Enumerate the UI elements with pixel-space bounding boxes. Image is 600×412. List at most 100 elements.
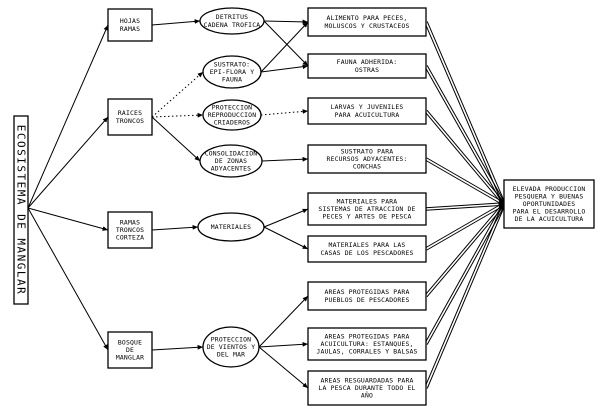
node-d1-line: PESQUERA Y BUENAS	[515, 192, 584, 200]
node-a1-line: HOJAS	[120, 17, 140, 25]
node-b3-line: REPRODUCCION	[208, 111, 257, 119]
node-c7-line: PUEBLOS DE PESCADORES	[325, 296, 410, 304]
node-c1-line: ALIMENTO PARA PECES,	[327, 14, 408, 22]
connector-line	[424, 202, 504, 296]
node-b6-line: PROTECCION	[211, 335, 251, 343]
node-b4-line: ADYACENTES	[211, 165, 251, 173]
node-c7-line: AREAS PROTEGIDAS PARA	[325, 288, 410, 296]
node-b2-line: FAUNA	[222, 76, 242, 84]
node-a1-line: RAMAS	[120, 25, 140, 33]
node-c5-line: PECES Y ARTES DE PESCA	[322, 213, 411, 221]
node-b6-line: DEL MAR	[217, 351, 245, 359]
node-b2-line: EPI-FLORA Y	[210, 68, 255, 76]
connector-line	[426, 21, 506, 204]
node-c8-line: JAULAS, CORRALES Y BALSAS	[316, 348, 417, 356]
node-b1-line: CADENA TROFICA	[204, 21, 261, 29]
connector-arrow	[27, 116, 109, 209]
connector-line	[424, 203, 504, 388]
node-b2-line: SUSTRATO:	[214, 60, 250, 68]
connector-arrow	[27, 207, 109, 231]
connector-line	[425, 202, 504, 249]
node-c1: ALIMENTO PARA PECES,MOLUSCOS Y CRUSTACEO…	[307, 7, 427, 37]
node-b4-line: CONSOLIDACION	[205, 149, 258, 157]
connector-line	[425, 202, 504, 209]
node-d1-line: OPORTUNIDADES	[523, 200, 576, 208]
node-b3-line: PROTECCION	[212, 103, 252, 111]
connector-arrow	[151, 224, 199, 231]
connector-arrow	[27, 207, 109, 351]
connector-line	[426, 204, 505, 211]
connector-line	[424, 66, 504, 205]
node-c4-line: RECURSOS ADYACENTES:	[327, 155, 408, 163]
node-c9-line: LA PESCA DURANTE TODO EL	[318, 384, 415, 392]
node-c2: FAUNA ADHERIDA:OSTRAS	[307, 53, 427, 79]
node-d1-line: ELEVADA PRODUCCION	[513, 185, 586, 193]
node-a4-line: MANGLAR	[116, 354, 144, 362]
node-c5-line: MATERIALES PARA	[337, 197, 398, 205]
connector-line	[424, 111, 504, 206]
connector-arrow	[151, 344, 204, 351]
node-c6-line: CASAS DE LOS PESCADORES	[320, 249, 413, 257]
connector-line	[426, 204, 506, 389]
node-c4-line: CONCHAS	[353, 163, 381, 171]
connector-arrow	[151, 19, 201, 26]
node-b4-line: DE ZONAS	[215, 157, 247, 165]
node-d1-line: PARA EL DESARROLLO	[513, 208, 586, 216]
node-c2-line: OSTRAS	[355, 66, 379, 74]
connector-line	[426, 204, 505, 251]
node-c8-line: ACUICULTURA: ESTANQUES,	[320, 340, 413, 348]
node-b3-line: CRIADEROS	[214, 119, 250, 127]
connector-arrow	[151, 112, 204, 118]
connector-arrow	[258, 341, 309, 348]
connector-arrow	[27, 24, 109, 209]
connector-arrow	[260, 64, 309, 73]
node-d1-line: DE LA ACUICULTURA	[515, 215, 584, 223]
connector-arrow	[151, 71, 204, 118]
node-a3-line: RAMAS	[120, 218, 140, 226]
connector-arrow	[263, 208, 309, 228]
node-a3-line: TRONCOS	[116, 226, 144, 234]
connector-line	[426, 157, 505, 204]
root-label: ECOSISTEMA DE MANGLAR	[15, 125, 28, 296]
node-c3-line: PARA ACUICULTURA	[335, 111, 400, 119]
node-c9-line: AREAS RESGUARDADAS PARA	[320, 376, 413, 384]
node-c4-line: SUSTRATO PARA	[341, 147, 394, 155]
node-c9-line: AÑO	[361, 391, 373, 400]
node-a2-line: RAICES	[118, 109, 142, 117]
node-b5: MATERIALES	[197, 212, 265, 242]
node-c1-line: MOLUSCOS Y CRUSTACEOS	[325, 22, 410, 30]
connector-line	[425, 159, 504, 206]
connector-arrow	[261, 156, 309, 162]
connector-line	[426, 65, 506, 204]
node-c6-line: MATERIALES PARA LAS	[329, 241, 406, 249]
node-c2-line: FAUNA ADHERIDA:	[337, 58, 398, 66]
root-node: ECOSISTEMA DE MANGLAR	[13, 115, 29, 305]
connector-arrow	[258, 295, 309, 348]
node-a4-line: BOSQUE	[118, 338, 142, 346]
node-b1-line: DETRITUS	[216, 13, 248, 21]
connector-arrow	[263, 20, 309, 67]
node-a3-line: CORTEZA	[116, 234, 144, 242]
node-b6-line: DE VIENTOS Y	[207, 343, 256, 351]
connector-arrow	[263, 226, 309, 250]
node-c3-line: LARVAS Y JUVENILES	[331, 103, 404, 111]
connector-line	[424, 22, 504, 205]
connector-arrow	[151, 116, 201, 162]
node-b5-line: MATERIALES	[211, 223, 251, 231]
node-a2-line: TRONCOS	[116, 117, 144, 125]
connector-arrow	[263, 19, 309, 25]
